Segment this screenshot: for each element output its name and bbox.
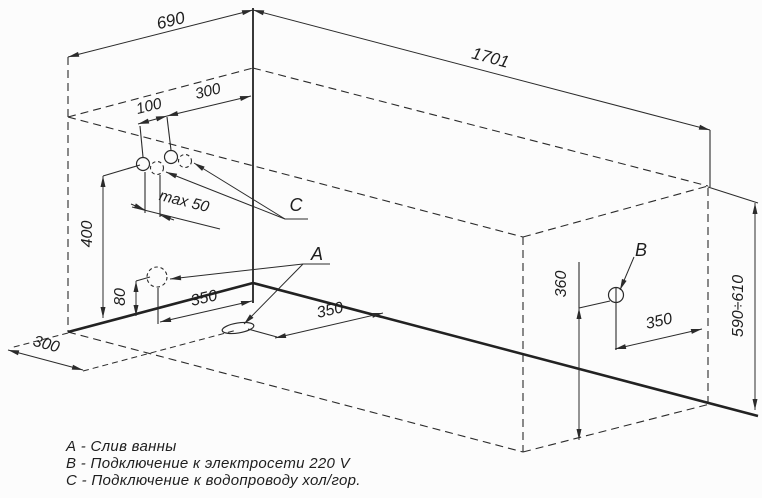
wall-floor-lines: [67, 8, 759, 418]
dim-pipe-gap-label: max 50: [157, 187, 211, 216]
callout-letters: A B C: [290, 195, 648, 264]
dim-pipe-height-label: 400: [79, 221, 96, 248]
tub-hidden-edges: [9, 57, 711, 453]
dim-pipe-to-corner-label: 300: [193, 80, 223, 103]
legend: А - Слив ванны В - Подключение к электро…: [65, 438, 361, 489]
legend-line-water: С - Подключение к водопроводу хол/гор.: [66, 472, 361, 489]
dim-drain-floor-side-label: 300: [31, 333, 61, 356]
dim-drain-wall-corner-label: 350: [189, 287, 219, 310]
legend-line-electric: В - Подключение к электросети 220 V: [66, 455, 352, 472]
dimension-labels: 690 1701 590÷610 100 300 max 50 400 80 3…: [31, 8, 747, 356]
dim-drain-wall-height-label: 80: [112, 288, 129, 306]
dim-drain-floor-front-label: 350: [315, 299, 345, 322]
electric-outlet-symbol: [607, 286, 625, 304]
dim-outlet-to-wall-label: 350: [644, 310, 674, 333]
dim-top-width-label: 690: [155, 8, 188, 33]
callout-b: B: [635, 240, 647, 260]
drain-wall-symbol: [146, 266, 168, 288]
drain-floor-symbol: [221, 321, 255, 335]
dim-outlet-height-label: 360: [553, 271, 570, 298]
legend-line-drain: А - Слив ванны: [65, 438, 177, 455]
dim-top-length-label: 1701: [470, 44, 511, 72]
callout-c: C: [290, 195, 304, 215]
dim-height-range-label: 590÷610: [730, 275, 747, 337]
dim-pipe-offset-label: 100: [134, 95, 164, 118]
callout-a: A: [310, 244, 323, 264]
water-pipes-symbol: [135, 149, 193, 176]
leader-lines: [165, 162, 635, 325]
dimension-lines: [7, 9, 758, 440]
